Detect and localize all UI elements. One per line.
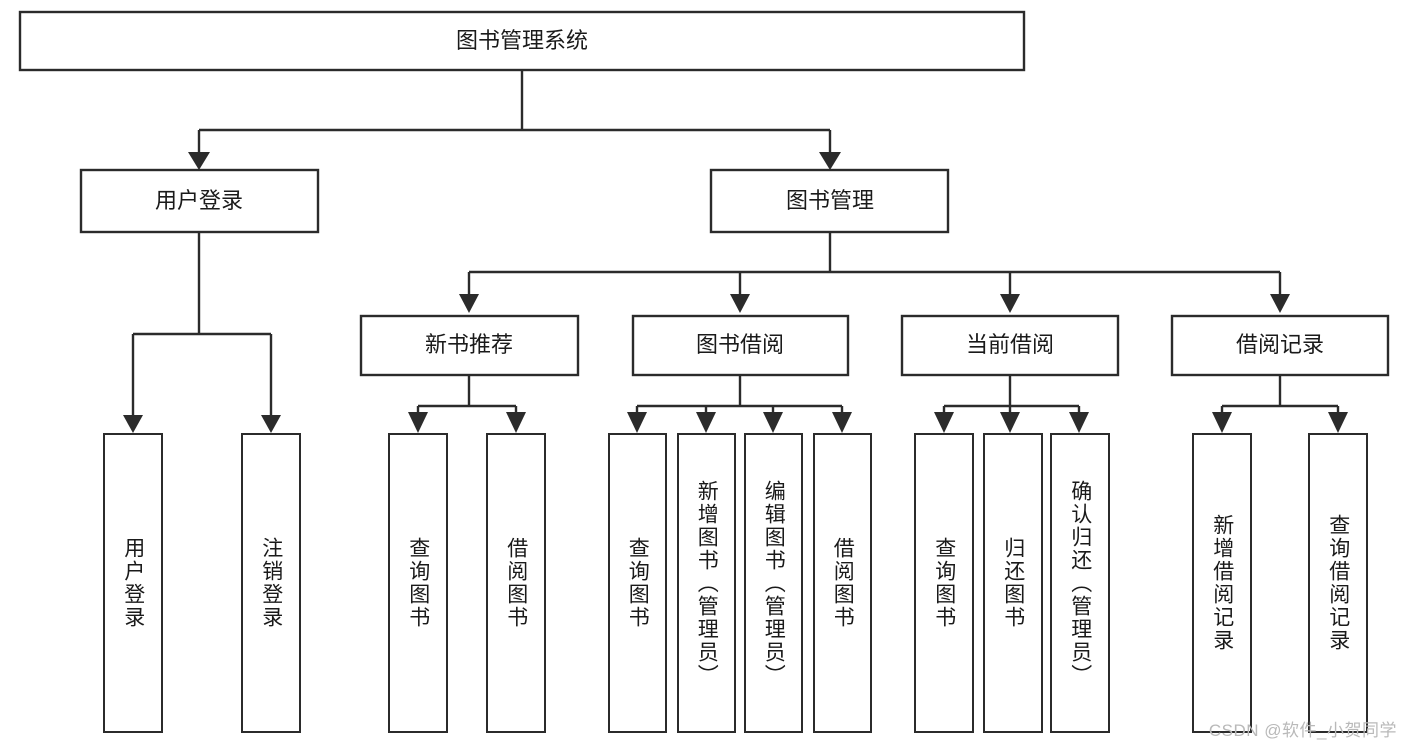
node-leaf-query-record-label: 查询借阅记录 [1326, 514, 1350, 652]
arrowhead-leaf-query-book-3 [934, 412, 954, 433]
node-current-borrow-label: 当前借阅 [966, 332, 1054, 357]
node-user-login-label: 用户登录 [155, 188, 243, 213]
node-leaf-query-book-1-label: 查询图书 [406, 537, 430, 629]
node-leaf-edit-book[interactable]: 编辑图书（管理员） [744, 433, 803, 733]
node-leaf-borrow-book-1[interactable]: 借阅图书 [486, 433, 546, 733]
node-leaf-confirm-return[interactable]: 确认归还（管理员） [1050, 433, 1110, 733]
node-leaf-add-book[interactable]: 新增图书（管理员） [677, 433, 736, 733]
arrowhead-leaf-confirm-return [1069, 412, 1089, 433]
arrowhead-book-borrow [730, 294, 750, 313]
node-leaf-edit-book-label: 编辑图书（管理员） [762, 479, 786, 687]
node-book-management-label: 图书管理 [786, 188, 874, 213]
arrowhead-leaf-add-book [696, 412, 716, 433]
node-leaf-query-book-1[interactable]: 查询图书 [388, 433, 448, 733]
arrowhead-leaf-add-record [1212, 412, 1232, 433]
node-book-borrow-label: 图书借阅 [696, 332, 784, 357]
arrowhead-leaf-query-book-1 [408, 412, 428, 433]
node-book-management[interactable] [709, 168, 950, 234]
arrowhead-borrow-record [1270, 294, 1290, 313]
node-leaf-logout-login[interactable]: 注销登录 [241, 433, 301, 733]
arrowhead-leaf-borrow-book-1 [506, 412, 526, 433]
node-leaf-confirm-return-label: 确认归还（管理员） [1068, 479, 1092, 687]
node-leaf-user-login-label: 用户登录 [121, 537, 145, 629]
arrowhead-book-management [819, 152, 841, 170]
node-user-login[interactable] [79, 168, 320, 234]
node-book-borrow[interactable] [631, 314, 850, 377]
node-leaf-borrow-book-2-label: 借阅图书 [831, 537, 855, 629]
node-leaf-add-record[interactable]: 新增借阅记录 [1192, 433, 1252, 733]
node-leaf-query-book-2-label: 查询图书 [626, 537, 650, 629]
node-leaf-query-book-3-label: 查询图书 [932, 537, 956, 629]
arrowhead-leaf-query-book-2 [627, 412, 647, 433]
arrowhead-leaf-query-record [1328, 412, 1348, 433]
node-leaf-query-book-3[interactable]: 查询图书 [914, 433, 974, 733]
node-leaf-borrow-book-1-label: 借阅图书 [504, 537, 528, 629]
node-borrow-record-label: 借阅记录 [1236, 332, 1324, 357]
node-leaf-user-login[interactable]: 用户登录 [103, 433, 163, 733]
node-new-book-recommend-label: 新书推荐 [425, 332, 513, 357]
node-leaf-logout-login-label: 注销登录 [259, 537, 283, 629]
arrowhead-current-borrow [1000, 294, 1020, 313]
arrowhead-leaf-logout-login [261, 415, 281, 433]
arrowhead-leaf-return-book [1000, 412, 1020, 433]
node-root[interactable] [18, 10, 1026, 72]
node-root-label: 图书管理系统 [456, 28, 588, 53]
node-new-book-recommend[interactable] [359, 314, 580, 377]
arrowhead-leaf-user-login [123, 415, 143, 433]
node-leaf-borrow-book-2[interactable]: 借阅图书 [813, 433, 872, 733]
node-leaf-return-book-label: 归还图书 [1001, 537, 1025, 629]
arrowhead-leaf-edit-book [763, 412, 783, 433]
arrowhead-user-login [188, 152, 210, 170]
node-leaf-add-record-label: 新增借阅记录 [1210, 514, 1234, 652]
arrowhead-leaf-borrow-book-2 [832, 412, 852, 433]
node-leaf-return-book[interactable]: 归还图书 [983, 433, 1043, 733]
node-borrow-record[interactable] [1170, 314, 1390, 377]
arrowhead-new-book-recommend [459, 294, 479, 313]
node-current-borrow[interactable] [900, 314, 1120, 377]
node-leaf-query-record[interactable]: 查询借阅记录 [1308, 433, 1368, 733]
node-leaf-query-book-2[interactable]: 查询图书 [608, 433, 667, 733]
node-leaf-add-book-label: 新增图书（管理员） [695, 479, 719, 687]
